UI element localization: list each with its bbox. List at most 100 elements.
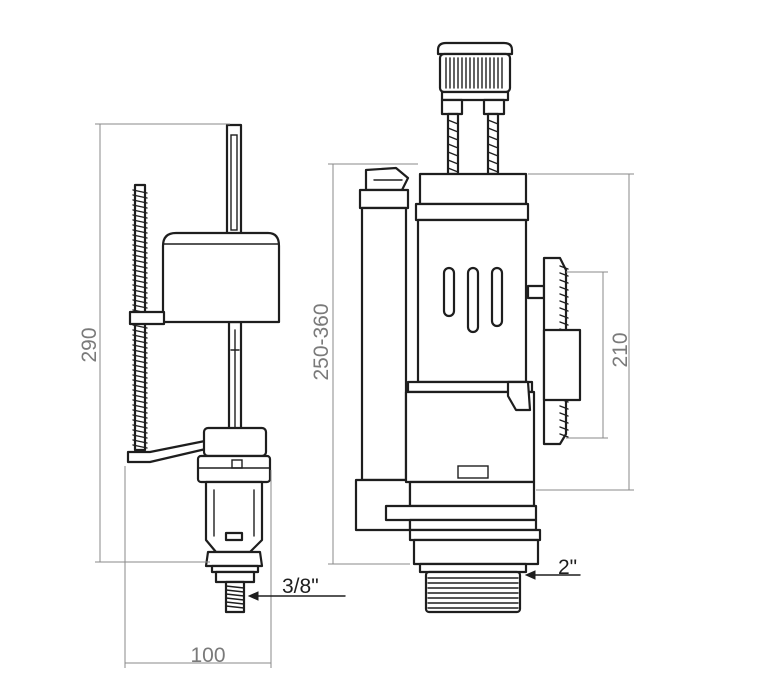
rod-thread-line: [132, 374, 148, 379]
cable-stripe-line: [447, 167, 459, 173]
rod-thread-line: [132, 259, 148, 264]
rod-thread-line: [132, 324, 148, 329]
rod-thread-line: [132, 349, 148, 354]
rod-thread-line: [132, 214, 148, 219]
rod-thread-line: [132, 264, 148, 269]
rod-thread-line: [132, 189, 148, 194]
valve-thread-line: [225, 601, 245, 605]
plate-tooth-line: [559, 419, 569, 424]
rod-thread-line: [132, 249, 148, 254]
rod-thread-line: [132, 369, 148, 374]
plate-tooth-line: [559, 279, 569, 284]
rod-thread-line: [132, 199, 148, 204]
flush-valve-side-plate: [506, 256, 582, 446]
flush-valve-outlet-callout: 2": [524, 556, 581, 580]
rod-thread-line: [132, 429, 148, 434]
rod-thread-line: [132, 304, 148, 309]
flush-valve-height-dimension: 250-360: [310, 163, 418, 565]
plate-tooth-line: [559, 286, 569, 291]
rod-thread-line: [132, 409, 148, 414]
rod-thread-line: [132, 204, 148, 209]
fill-valve-height-dimension: 290: [78, 123, 230, 563]
cable-stripe-line: [447, 119, 459, 125]
rod-thread-line: [132, 289, 148, 294]
rod-thread-line: [132, 284, 148, 289]
rod-thread-line: [132, 294, 148, 299]
rod-thread-line: [132, 344, 148, 349]
cable-stripe-line: [487, 167, 499, 173]
rod-thread-line: [132, 299, 148, 304]
rod-thread-line: [132, 419, 148, 424]
flush-valve-push-button: [436, 41, 514, 102]
rod-thread-line: [132, 224, 148, 229]
plate-tooth-line: [559, 307, 569, 312]
cable-stripe-line: [447, 135, 459, 141]
flush-valve-outlet-label: 2": [558, 556, 577, 579]
rod-thread-line: [132, 329, 148, 334]
rod-thread-line: [132, 359, 148, 364]
cable-stripe-line: [447, 127, 459, 133]
cable-stripe-line: [487, 143, 499, 149]
rod-thread-line: [132, 244, 148, 249]
rod-thread-line: [132, 254, 148, 259]
cable-stripe-line: [487, 127, 499, 133]
plate-tooth-line: [559, 412, 569, 417]
fill-valve-thread-callout: 3/8": [247, 575, 346, 601]
fill-valve-guide-rod: [225, 123, 243, 434]
rod-thread-line: [132, 354, 148, 359]
fill-valve-width-label: 100: [190, 644, 225, 667]
flush-valve-overflow-dimension: 210: [528, 173, 634, 491]
fill-valve-thread-label: 3/8": [282, 575, 319, 598]
rod-thread-line: [132, 424, 148, 429]
plate-tooth-line: [559, 426, 569, 431]
valve-thread-line: [225, 593, 245, 597]
rod-thread-line: [132, 414, 148, 419]
rod-thread-line: [132, 274, 148, 279]
rod-thread-line: [132, 364, 148, 369]
flush-valve: [354, 41, 582, 614]
plate-tooth-line: [559, 433, 569, 438]
fill-valve-height-label: 290: [78, 327, 101, 362]
flush-valve-overflow-label: 210: [609, 332, 632, 367]
rod-thread-line: [132, 194, 148, 199]
fill-valve-float: [128, 231, 281, 326]
cable-stripe-line: [447, 159, 459, 165]
fill-valve: [126, 123, 281, 614]
cable-stripe-line: [487, 135, 499, 141]
plate-tooth-line: [559, 300, 569, 305]
cable-stripe-line: [487, 159, 499, 165]
plate-tooth-line: [559, 293, 569, 298]
rod-thread-line: [132, 219, 148, 224]
rod-thread-line: [132, 404, 148, 409]
plate-tooth-line: [559, 405, 569, 410]
plate-tooth-line: [559, 265, 569, 270]
plate-tooth-line: [559, 321, 569, 326]
rod-thread-line: [132, 239, 148, 244]
rod-thread-line: [132, 234, 148, 239]
fill-valve-body: [196, 426, 272, 614]
rod-thread-line: [132, 334, 148, 339]
valve-thread-line: [225, 589, 245, 593]
rod-thread-line: [132, 279, 148, 284]
rod-thread-line: [132, 434, 148, 439]
rod-thread-line: [132, 394, 148, 399]
cable-stripe-line: [487, 119, 499, 125]
rod-thread-line: [132, 444, 148, 449]
rod-thread-line: [132, 269, 148, 274]
rod-thread-line: [132, 399, 148, 404]
rod-thread-line: [132, 384, 148, 389]
valve-thread-line: [225, 605, 245, 609]
flush-valve-cables: [440, 98, 506, 176]
valve-thread-line: [225, 585, 245, 589]
plate-tooth-line: [559, 272, 569, 277]
flush-valve-overflow-tube: [354, 166, 412, 532]
flush-valve-body: [384, 172, 542, 614]
rod-thread-line: [132, 339, 148, 344]
rod-thread-line: [132, 439, 148, 444]
flush-valve-height-label: 250-360: [310, 303, 333, 380]
valve-thread-line: [225, 597, 245, 601]
cable-stripe-line: [447, 151, 459, 157]
rod-thread-line: [132, 379, 148, 384]
cable-stripe-line: [487, 151, 499, 157]
